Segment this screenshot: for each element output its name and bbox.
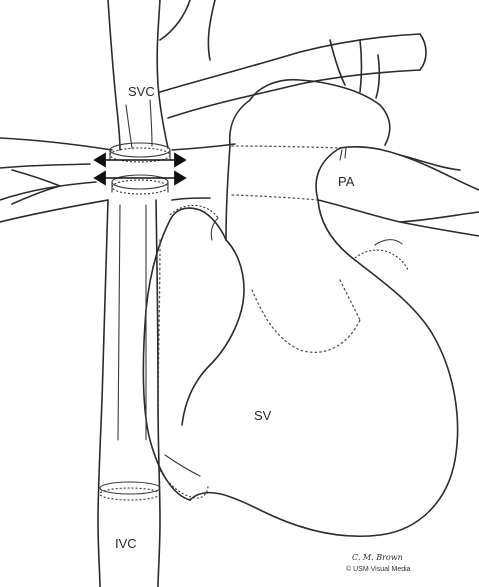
pulmonary-artery-left bbox=[0, 138, 112, 222]
pulmonary-artery-right-branch bbox=[172, 144, 235, 200]
main-pulmonary-artery bbox=[316, 147, 479, 236]
label-svc: SVC bbox=[128, 84, 155, 99]
label-ivc: IVC bbox=[115, 536, 137, 551]
label-sv: SV bbox=[254, 408, 272, 423]
dotted-contours bbox=[158, 240, 360, 420]
label-pa: PA bbox=[338, 174, 355, 189]
aorta bbox=[226, 40, 390, 240]
anastomosis-upper bbox=[110, 143, 170, 162]
heart-outline bbox=[143, 200, 457, 536]
artist-signature: C. M. Brown bbox=[352, 553, 403, 562]
copyright-text: © USM Visual Media bbox=[346, 565, 411, 573]
superior-vena-cava bbox=[108, 0, 426, 150]
inferior-vena-cava bbox=[98, 200, 160, 587]
